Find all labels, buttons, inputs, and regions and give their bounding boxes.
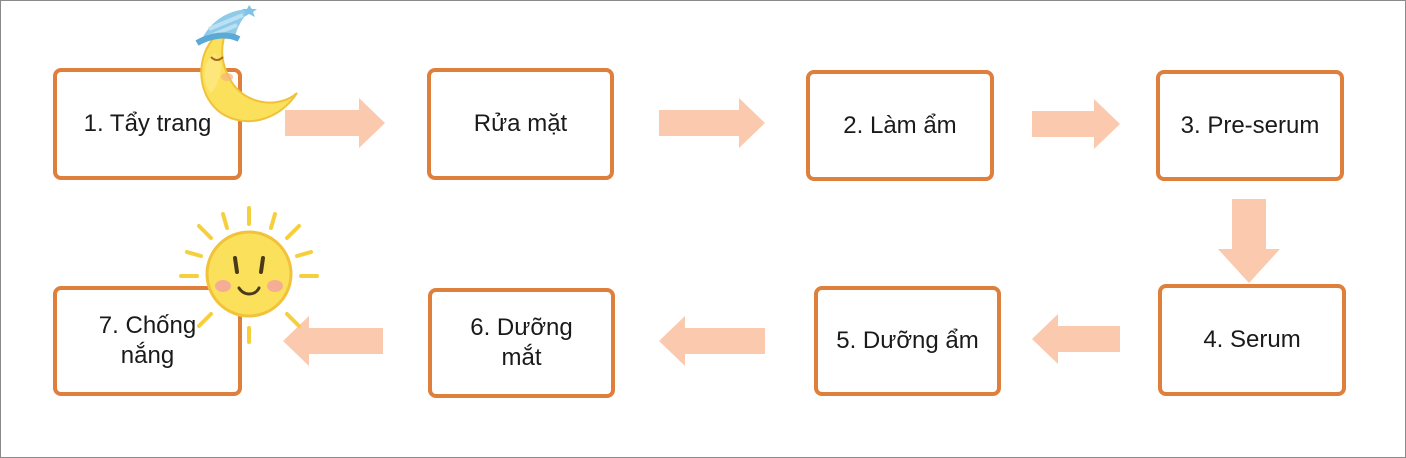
arrow-right-1 [285,98,385,148]
step-label-8: 7. Chống nắng [98,312,197,369]
step-box-2: Rửa mặt [427,68,614,180]
step-box-5: 4. Serum [1158,284,1346,396]
arrow-left-2 [659,316,765,366]
arrow-right-3 [1032,99,1120,149]
step-label-5: 4. Serum [1203,326,1301,353]
step-box-8: 7. Chống nắng [53,286,242,396]
step-box-6: 5. Dưỡng ẩm [814,286,1001,396]
smiling-sun-icon [179,206,319,344]
arrow-down [1218,199,1280,283]
arrow-left-1 [1032,314,1120,364]
step-box-7: 6. Dưỡng mắt [428,288,615,398]
step-box-4: 3. Pre-serum [1156,70,1344,181]
step-label-6: 5. Dưỡng ẩm [836,327,979,354]
arrow-right-2 [659,98,765,148]
step-label-1: 1. Tẩy trang [83,110,212,137]
step-label-3: 2. Làm ẩm [843,111,957,139]
sleeping-moon-icon [195,5,298,123]
arrow-left-3 [283,316,383,366]
step-box-3: 2. Làm ẩm [806,70,994,181]
step-label-2: Rửa mặt [473,110,568,137]
step-label-4: 3. Pre-serum [1180,111,1320,139]
step-label-7: 6. Dưỡng mắt [470,314,573,371]
